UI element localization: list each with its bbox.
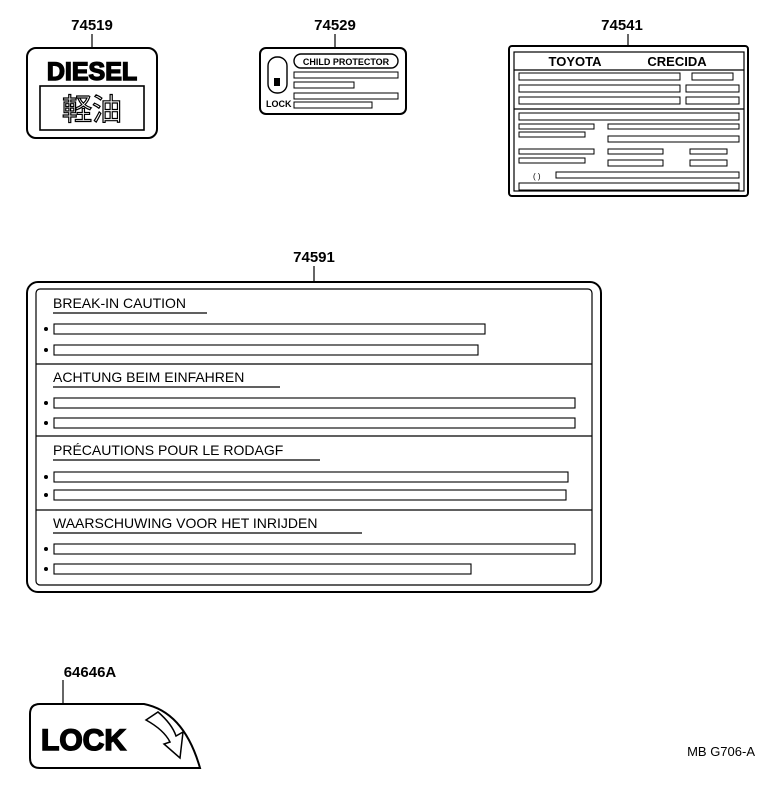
lock-text: LOCK (41, 724, 126, 757)
part-number-64646a: 64646A (64, 664, 117, 681)
part-74591: 74591 BREAK-IN CAUTION ACHTUNG BEIM EINF… (26, 249, 602, 593)
child-lock-text: LOCK (266, 99, 292, 109)
break-in-label-outline (26, 281, 602, 593)
part-64646a: 64646A LOCK (29, 664, 202, 769)
section-heading-dutch: WAARSCHUWING VOOR HET INRIJDEN (53, 515, 317, 531)
part-number-74541: 74541 (601, 17, 643, 34)
child-protector-outline (259, 47, 407, 115)
child-protector-title: CHILD PROTECTOR (303, 57, 390, 67)
section-heading-english: BREAK-IN CAUTION (53, 295, 186, 311)
section-heading-german: ACHTUNG BEIM EINFAHREN (53, 369, 244, 385)
paren-text: ( ) (533, 172, 541, 181)
part-74541: 74541 TOYOTA CRECIDA ( ) (508, 17, 749, 197)
part-74519: 74519 DIESEL 軽油 (26, 17, 158, 139)
part-number-74591: 74591 (293, 249, 335, 266)
child-protector-title-pill (293, 53, 399, 69)
kanji-light-oil-text: 軽油 (62, 93, 122, 128)
section-heading-french: PRÉCAUTIONS POUR LE RODAGF (53, 442, 283, 458)
brand-text: TOYOTA (549, 54, 603, 69)
diesel-label-outline (26, 47, 158, 139)
model-text: CRECIDA (647, 54, 707, 69)
part-74529: 74529 CHILD PROTECTOR LOCK (259, 17, 407, 115)
toyota-label-outline (508, 45, 749, 197)
diesel-kanji-frame (39, 85, 145, 131)
diesel-text: DIESEL (47, 58, 137, 86)
part-number-74529: 74529 (314, 17, 356, 34)
lock-slot-icon (267, 56, 288, 94)
lock-knob-icon (274, 78, 280, 86)
diagram-code: MB G706-A (687, 744, 755, 759)
curved-arrow-icon (144, 711, 184, 760)
lock-label-outline (29, 703, 202, 769)
part-number-74519: 74519 (71, 17, 113, 34)
